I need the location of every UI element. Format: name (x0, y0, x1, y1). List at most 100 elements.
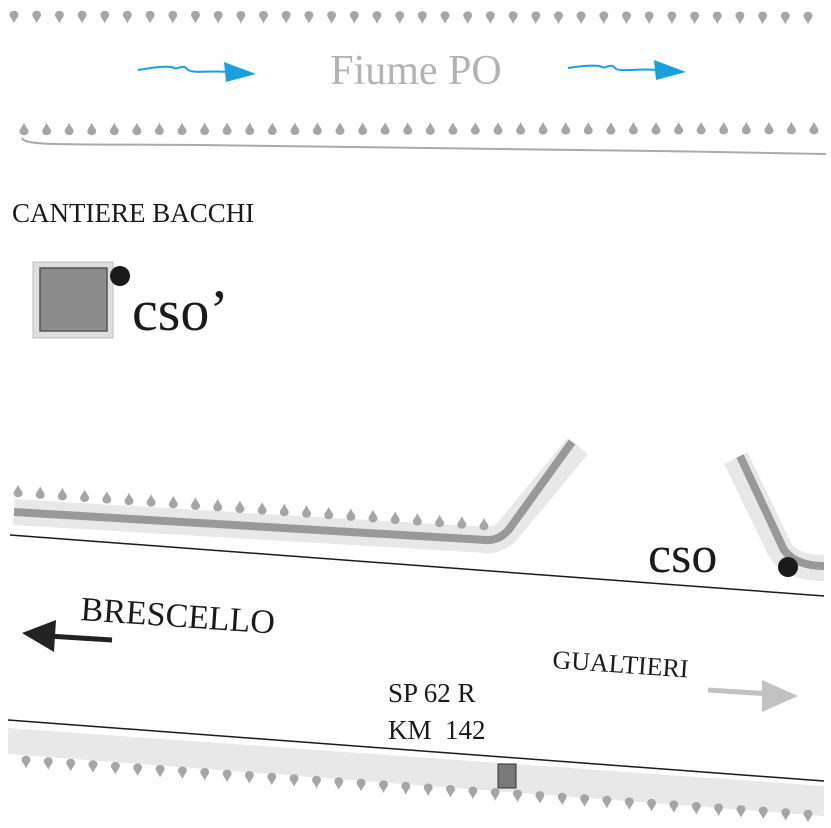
road-edge-upper (9, 534, 825, 597)
embankment-bottom-band (8, 728, 824, 816)
drop-mark (735, 11, 745, 25)
drop-mark (132, 122, 142, 136)
drop-mark (368, 509, 378, 523)
drop-mark (100, 10, 110, 24)
drop-mark (669, 800, 679, 813)
drop-mark (380, 122, 390, 135)
drop-mark (448, 122, 458, 135)
road-km: KM 142 (388, 715, 486, 745)
drop-mark (177, 766, 187, 780)
drop-mark (222, 769, 232, 783)
drop-mark (561, 122, 571, 135)
drop-mark (346, 508, 356, 521)
drop-mark (714, 803, 724, 817)
drop-mark (583, 122, 593, 135)
site-marker-label: cso’ (132, 278, 229, 343)
drop-mark (576, 11, 586, 24)
drop-mark (780, 11, 790, 25)
drop-mark (80, 489, 90, 502)
river-bank-top-marks (9, 10, 813, 25)
drop-mark (485, 11, 495, 24)
drop-mark (54, 10, 64, 24)
drop-mark (289, 774, 299, 787)
drop-mark (35, 486, 45, 499)
direction-east-label: GUALTIERI (552, 645, 690, 683)
drop-mark (312, 775, 321, 789)
drop-mark (267, 772, 277, 786)
river-flow-arrow-right-icon (567, 60, 686, 80)
drop-mark (535, 791, 545, 804)
direction-west-label: BRESCELLO (79, 591, 276, 641)
drop-mark (557, 792, 567, 806)
drop-mark (741, 121, 751, 135)
river-bank-near-marks (19, 121, 819, 136)
drop-mark (168, 495, 178, 509)
drop-mark (146, 494, 156, 507)
drop-mark (191, 10, 200, 24)
drop-mark (602, 795, 612, 809)
drop-mark (417, 11, 427, 24)
drop-mark (21, 755, 31, 769)
drop-mark (358, 122, 368, 135)
drop-mark (554, 11, 563, 24)
drop-mark (758, 11, 768, 25)
drop-mark (168, 10, 178, 24)
drop-mark (9, 10, 19, 24)
drop-mark (304, 11, 314, 24)
drop-mark (133, 763, 143, 776)
drop-mark (803, 809, 813, 823)
drop-mark (667, 11, 677, 25)
drop-mark (302, 505, 311, 518)
drop-mark (531, 11, 541, 24)
drop-mark (764, 121, 774, 135)
drop-mark (66, 758, 76, 772)
drop-mark (155, 765, 165, 778)
drop-mark (624, 797, 634, 810)
drop-mark (236, 11, 246, 24)
drop-mark (809, 121, 819, 135)
drop-mark (712, 11, 722, 25)
drop-mark (42, 122, 52, 136)
drop-mark (395, 11, 405, 24)
direction-arrow-west-icon (22, 620, 113, 652)
drop-mark (674, 121, 684, 135)
river-bank-line (21, 137, 827, 155)
drop-mark (324, 506, 334, 520)
drop-mark (334, 777, 344, 790)
drop-mark (379, 780, 388, 793)
drop-mark (122, 10, 132, 24)
embankment-left (13, 437, 589, 554)
drop-mark (736, 805, 746, 818)
drop-mark (372, 11, 382, 24)
drop-mark (470, 122, 480, 135)
drop-mark (200, 122, 210, 136)
drop-mark (257, 502, 267, 515)
river-flow-arrow-left-icon (137, 62, 256, 82)
drop-mark (803, 11, 813, 25)
drop-mark (267, 122, 277, 135)
direction-arrow-east-icon (707, 680, 798, 712)
drop-mark (349, 11, 359, 24)
drop-mark (13, 484, 23, 498)
drop-mark (77, 10, 87, 24)
drop-mark (647, 798, 657, 812)
embankment-right (724, 452, 825, 581)
drop-mark (412, 513, 422, 526)
drop-mark (290, 122, 300, 135)
drop-mark (425, 122, 435, 135)
drop-mark (222, 122, 232, 135)
drop-mark (191, 497, 200, 510)
drop-mark (177, 122, 187, 136)
drop-mark (281, 11, 291, 24)
drop-mark (57, 487, 67, 501)
drop-mark (468, 786, 478, 800)
drop-mark (696, 121, 706, 135)
drop-mark (758, 806, 768, 820)
site-label: CANTIERE BACCHI (12, 198, 254, 228)
drop-mark (312, 122, 322, 135)
drop-mark (508, 11, 518, 24)
drop-mark (327, 11, 337, 24)
second-marker-label: cso (648, 527, 717, 584)
drop-mark (493, 122, 503, 135)
drop-mark (690, 11, 700, 25)
